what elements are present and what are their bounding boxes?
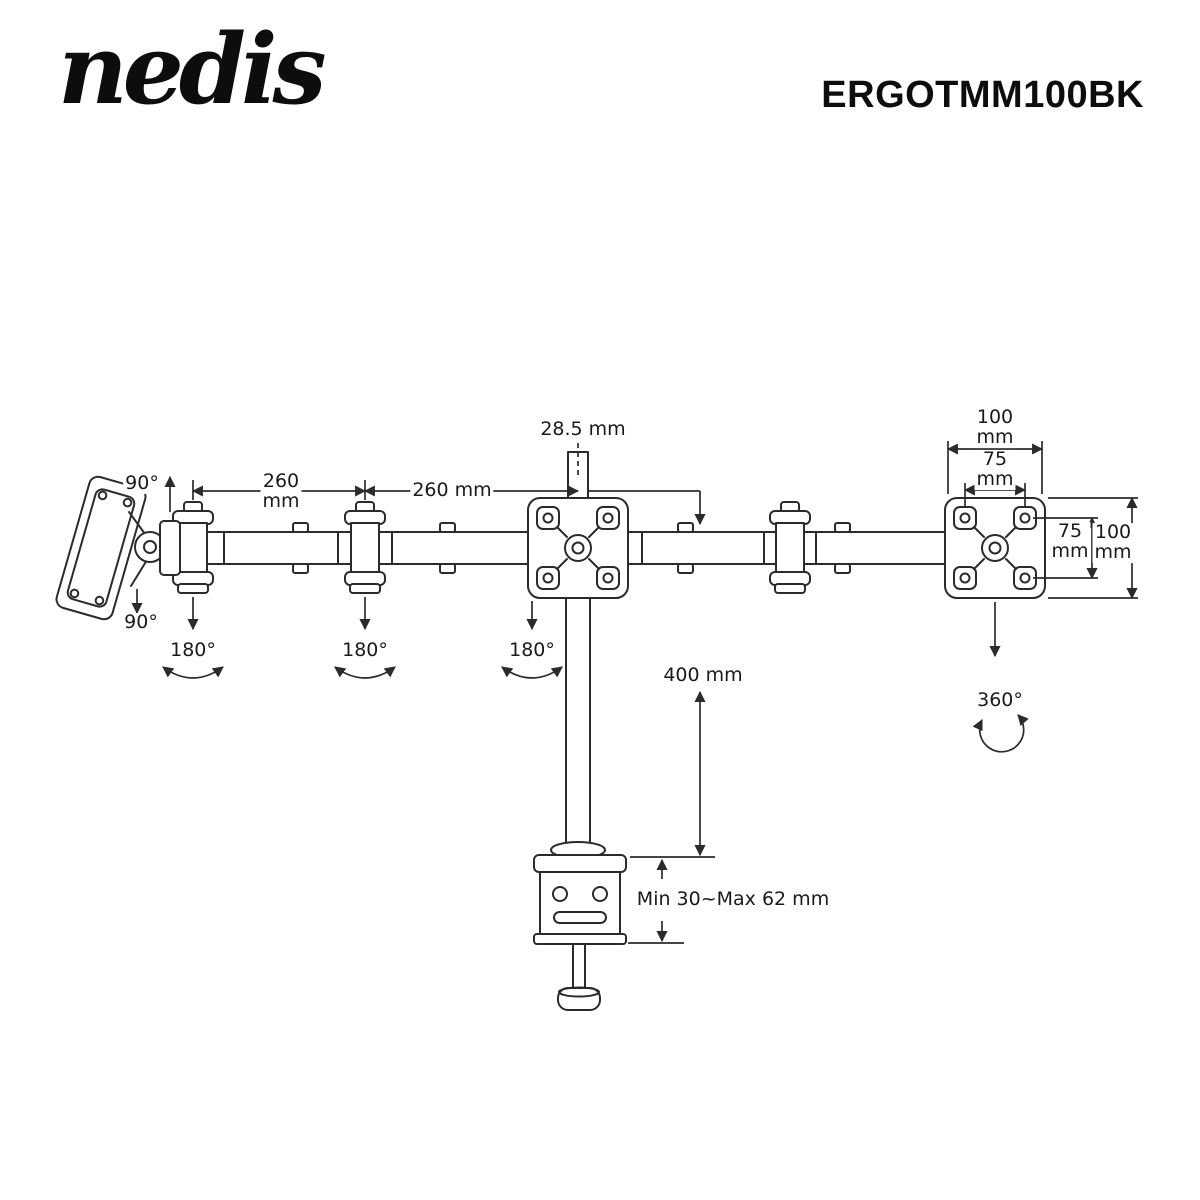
monitor-head	[55, 475, 181, 621]
clamp-range-label: Min 30~Max 62 mm	[634, 888, 832, 911]
desk-clamp	[533, 841, 627, 1011]
cable-clip	[834, 522, 851, 533]
nedis-logo: nedis	[58, 13, 327, 126]
cable-clip	[292, 522, 309, 533]
cable-clip	[677, 563, 694, 574]
vesa-width-75-label: 75 mm	[974, 448, 1016, 490]
cable-clip	[439, 563, 456, 574]
center-vesa-plate	[527, 497, 629, 599]
pole	[565, 451, 591, 849]
swivel-arc-left	[162, 666, 224, 679]
tilt-down-label: 90°	[122, 611, 160, 634]
swivel-arc-center	[501, 666, 563, 679]
swivel-center-label: 180°	[507, 639, 557, 662]
swivel-joint-1	[172, 501, 214, 594]
model-number: ERGOTMM100BK	[821, 74, 1144, 116]
cable-clip	[834, 563, 851, 574]
rotation-360-label: 360°	[975, 689, 1025, 712]
dim-pole-diameter-label: 28.5 mm	[538, 418, 628, 441]
pole-height-label: 400 mm	[661, 664, 745, 687]
swivel-joint-3	[769, 501, 811, 594]
tilt-up-label: 90°	[123, 472, 161, 495]
dimension-lines	[131, 441, 1138, 944]
rotation-arc	[972, 714, 1029, 753]
swivel-left-label: 180°	[168, 639, 218, 662]
clamp-knob	[557, 987, 601, 1011]
arm-length-left-label: 260 mm	[260, 470, 302, 512]
cable-clip	[439, 522, 456, 533]
vesa-width-100-label: 100 mm	[974, 406, 1016, 448]
cable-clip	[292, 563, 309, 574]
vesa-height-75-label: 75 mm	[1049, 520, 1091, 562]
vesa-height-100-label: 100 mm	[1092, 521, 1134, 563]
swivel-arc-mid	[334, 666, 396, 679]
swivel-mid-label: 180°	[340, 639, 390, 662]
arm-length-right-label: 260 mm	[410, 479, 494, 502]
right-vesa-plate	[944, 497, 1046, 599]
swivel-joint-2	[344, 501, 386, 594]
clamp-screw	[572, 943, 586, 991]
cable-clip	[677, 522, 694, 533]
